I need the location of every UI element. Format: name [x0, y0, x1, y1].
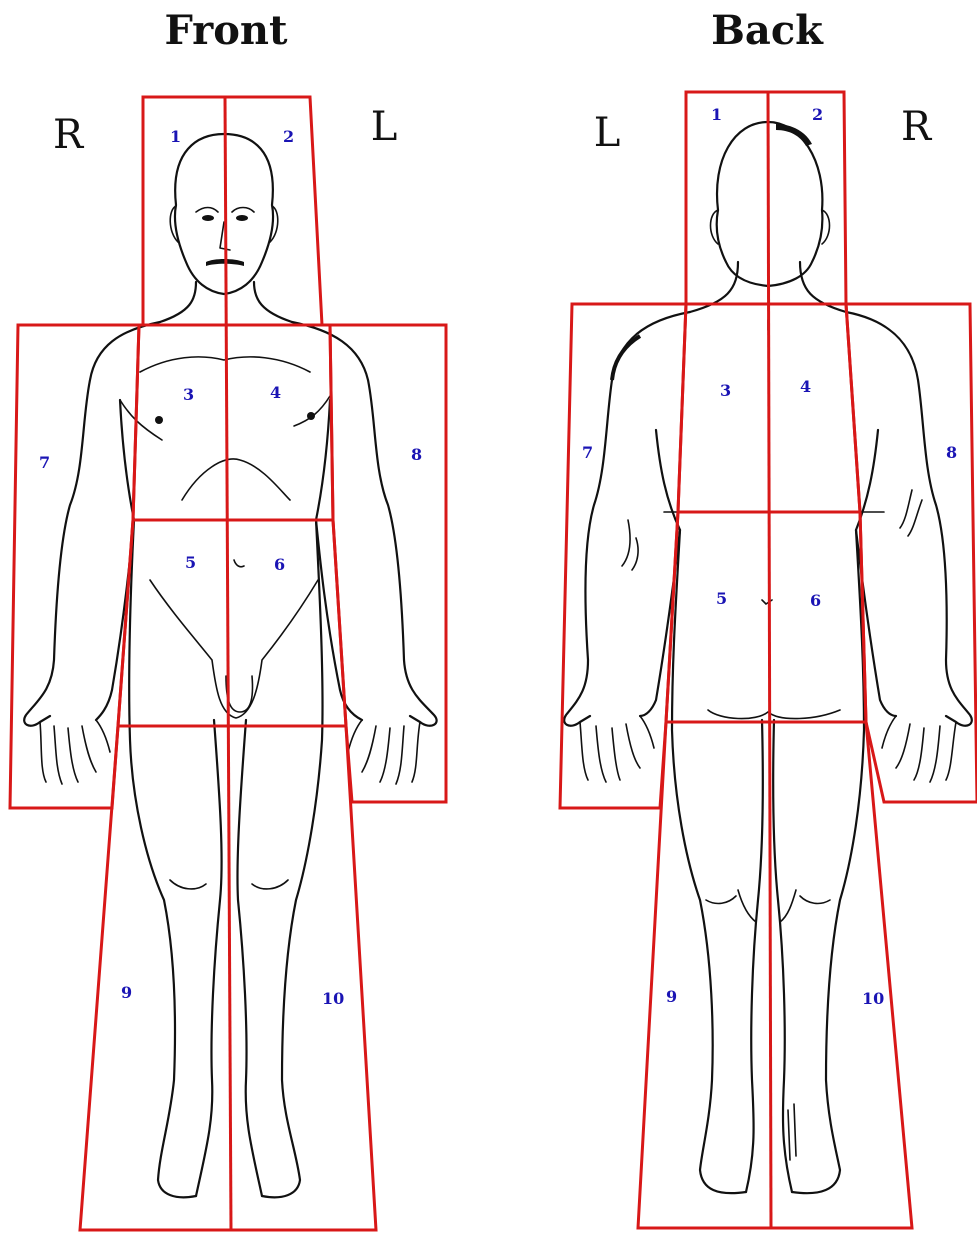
back-region-4: 4	[800, 377, 811, 396]
back-region-2: 2	[812, 105, 823, 124]
front-region-1: 1	[170, 127, 181, 146]
front-region-3: 3	[183, 385, 194, 404]
front-midline	[225, 97, 231, 1230]
front-region-4: 4	[270, 383, 281, 402]
front-region-7: 7	[39, 453, 50, 472]
front-right-side-label: R	[53, 112, 85, 158]
back-region-1: 1	[711, 105, 722, 124]
back-left-side-label: L	[594, 110, 621, 156]
back-region-8: 8	[946, 443, 957, 462]
front-region-9: 9	[121, 983, 132, 1002]
back-region-3: 3	[720, 381, 731, 400]
front-left-side-label: L	[371, 104, 398, 150]
front-view: Front R L	[10, 7, 446, 1230]
back-region-5: 5	[716, 589, 727, 608]
front-region-10: 10	[322, 989, 344, 1008]
back-zone-outlines	[560, 92, 977, 1228]
back-view-title: Back	[711, 7, 824, 54]
back-midline	[768, 92, 771, 1228]
back-region-6: 6	[810, 591, 821, 610]
back-view: Back L R	[560, 7, 977, 1228]
back-zone-lower-back	[666, 512, 866, 722]
front-view-title: Front	[164, 7, 288, 54]
back-region-9: 9	[666, 987, 677, 1006]
front-region-5: 5	[185, 553, 196, 572]
back-zone-legs	[638, 722, 912, 1228]
front-zone-right-arm	[10, 325, 139, 808]
back-zone-left-arm	[560, 304, 686, 808]
front-zone-abdomen	[118, 520, 346, 726]
front-region-8: 8	[411, 445, 422, 464]
back-region-10: 10	[862, 989, 884, 1008]
front-region-2: 2	[283, 127, 294, 146]
front-zone-outlines	[10, 97, 446, 1230]
back-right-side-label: R	[901, 104, 933, 150]
back-region-7: 7	[582, 443, 593, 462]
front-region-6: 6	[274, 555, 285, 574]
